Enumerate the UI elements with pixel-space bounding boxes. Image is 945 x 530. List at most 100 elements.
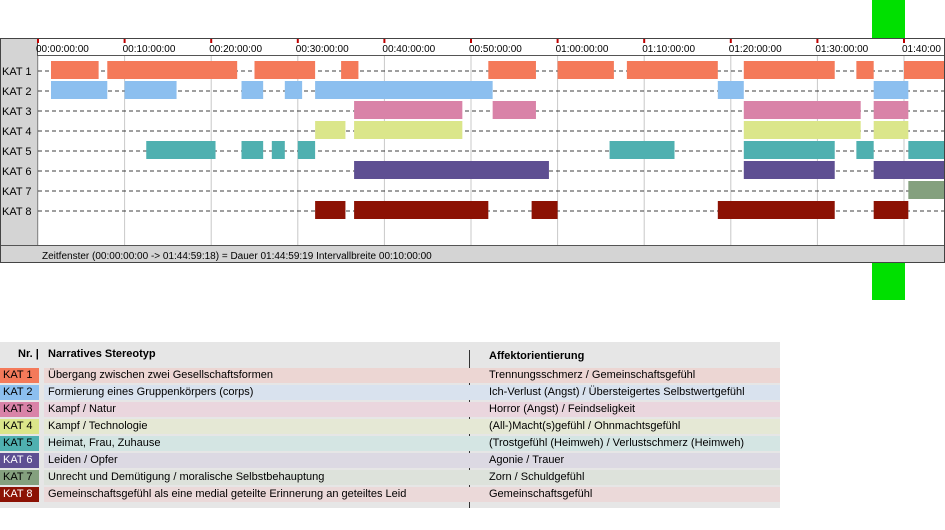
timeline-segment — [743, 121, 861, 139]
category-label: KAT 5 — [2, 146, 32, 158]
legend-affekt: Gemeinschaftsgefühl — [489, 488, 593, 500]
legend-affekt: Trennungsschmerz / Gemeinschaftsgefühl — [489, 369, 696, 381]
legend-row-background — [44, 487, 780, 502]
timeline-segment — [904, 61, 944, 79]
legend-row-background — [44, 436, 780, 451]
timeline-segment — [254, 61, 316, 79]
legend-row: KAT 2 Formierung eines Gruppenkörpers (co… — [0, 385, 780, 402]
timeline-segment — [717, 81, 744, 99]
timeline-segment — [626, 61, 718, 79]
category-label: KAT 4 — [2, 126, 32, 138]
tick-label: 00:10:00:00 — [123, 44, 176, 55]
legend-stereotyp: Kampf / Technologie — [48, 420, 148, 432]
legend-row: KAT 3 Kampf / Natur Horror (Angst) / Feind… — [0, 402, 780, 419]
timeline-segment — [557, 61, 614, 79]
legend-stereotyp: Unrecht und Demütigung / moralische Selb… — [48, 471, 325, 483]
timeline-segment — [354, 201, 489, 219]
timeline-segment — [743, 161, 835, 179]
timeline-segment — [717, 201, 835, 219]
legend-header-nr: Nr. | — [18, 348, 39, 360]
timeline-chart: Zeitfenster (00:00:00:00 -> 01:44:59:18)… — [0, 38, 945, 264]
timeline-segment — [873, 161, 944, 179]
timeline-segment — [50, 61, 99, 79]
timeline-segment — [297, 141, 316, 159]
timeline-segment — [284, 81, 303, 99]
timeline-segment — [146, 141, 216, 159]
category-label: KAT 6 — [2, 166, 32, 178]
category-label: KAT 1 — [2, 66, 32, 78]
legend-affekt: Ich-Verlust (Angst) / Übersteigertes Sel… — [489, 386, 745, 398]
timeline-segment — [908, 181, 944, 199]
tick-label: 00:20:00:00 — [209, 44, 262, 55]
timeline-segment — [873, 201, 909, 219]
legend-row-background — [44, 402, 780, 417]
legend-affekt: Agonie / Trauer — [489, 454, 565, 466]
timeline-segment — [107, 61, 238, 79]
legend-stereotyp: Übergang zwischen zwei Gesellschaftsform… — [48, 369, 273, 381]
timeline-segment — [315, 121, 346, 139]
tick-label: 00:30:00:00 — [296, 44, 349, 55]
legend-category-swatch: KAT 4 — [0, 419, 39, 434]
timeline-segment — [873, 121, 909, 139]
legend-category-swatch: KAT 8 — [0, 487, 39, 502]
legend-affekt: (Trostgefühl (Heimweh) / Verlustschmerz … — [489, 437, 745, 449]
timeline-segment — [856, 141, 874, 159]
category-label-column — [1, 39, 37, 245]
timeline-segment — [873, 81, 909, 99]
tick-label: 01:00:00:00 — [556, 44, 609, 55]
timeline-segment — [124, 81, 177, 99]
timeline-segment — [609, 141, 675, 159]
timeline-segment — [492, 101, 536, 119]
legend-row-background — [44, 453, 780, 468]
legend-row: KAT 8 Gemeinschaftsgefühl als eine medial… — [0, 487, 780, 504]
timeline-segment — [271, 141, 285, 159]
legend-category-swatch: KAT 1 — [0, 368, 39, 383]
legend-affekt: Horror (Angst) / Feindseligkeit — [489, 403, 636, 415]
legend-row-background — [44, 419, 780, 434]
legend-table: Nr. | Narratives Stereotyp Affektorienti… — [0, 342, 780, 508]
legend-stereotyp: Kampf / Natur — [48, 403, 116, 415]
legend-row: KAT 4 Kampf / Technologie (All-)Macht(s)ge… — [0, 419, 780, 436]
category-label: KAT 8 — [2, 206, 32, 218]
timeline-segment — [354, 161, 549, 179]
timeline-segment — [531, 201, 558, 219]
timeline-svg: Zeitfenster (00:00:00:00 -> 01:44:59:18)… — [0, 38, 945, 263]
category-label: KAT 2 — [2, 86, 32, 98]
tick-label: 00:00:00:00 — [36, 44, 89, 55]
timeline-segment — [315, 201, 346, 219]
timeline-segment — [488, 61, 536, 79]
legend-stereotyp: Formierung eines Gruppenkörpers (corps) — [48, 386, 254, 398]
legend-stereotyp: Gemeinschaftsgefühl als eine medial gete… — [48, 488, 407, 500]
timeline-segment — [743, 61, 835, 79]
timeline-segment — [354, 101, 463, 119]
timeline-segment — [856, 61, 874, 79]
legend-stereotyp: Heimat, Frau, Zuhause — [48, 437, 161, 449]
tick-label: 00:40:00:00 — [382, 44, 435, 55]
legend-header-affekt: Affektorientierung — [489, 350, 585, 362]
legend-category-swatch: KAT 6 — [0, 453, 39, 468]
tick-label: 01:30:00:00 — [815, 44, 868, 55]
timeline-segment — [908, 141, 944, 159]
timeline-segment — [50, 81, 108, 99]
timeline-segment — [743, 101, 861, 119]
timeline-segment — [241, 141, 264, 159]
timeline-segment — [743, 141, 835, 159]
category-label: KAT 3 — [2, 106, 32, 118]
legend-row-background — [44, 368, 780, 383]
legend-affekt: (All-)Macht(s)gefühl / Ohnmachtsgefühl — [489, 420, 681, 432]
legend-row: KAT 5 Heimat, Frau, Zuhause (Trostgefühl (… — [0, 436, 780, 453]
timeline-segment — [354, 121, 463, 139]
status-bar — [1, 245, 944, 262]
legend-row-background — [44, 470, 780, 485]
timeline-segment — [341, 61, 359, 79]
timeline-segment — [241, 81, 264, 99]
legend-category-swatch: KAT 2 — [0, 385, 39, 400]
category-label: KAT 7 — [2, 186, 32, 198]
legend-category-swatch: KAT 3 — [0, 402, 39, 417]
tick-label: 01:20:00:00 — [729, 44, 782, 55]
status-bar-text: Zeitfenster (00:00:00:00 -> 01:44:59:18)… — [42, 251, 432, 262]
tick-label: 01:10:00:00 — [642, 44, 695, 55]
legend-category-swatch: KAT 5 — [0, 436, 39, 451]
